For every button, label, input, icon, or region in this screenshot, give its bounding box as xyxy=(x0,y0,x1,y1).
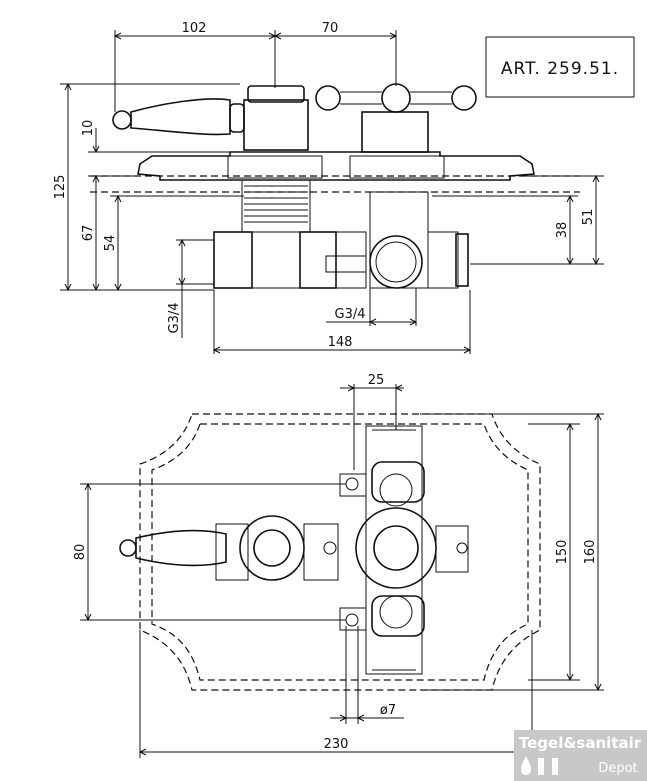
dim-right-heights: 51 38 xyxy=(432,174,604,266)
dim-150-label: 150 xyxy=(555,540,570,565)
bar-icon xyxy=(538,758,544,775)
dim-25-label: 25 xyxy=(368,373,385,388)
dim-80-label: 80 xyxy=(73,544,88,561)
dim-230-label: 230 xyxy=(324,737,349,752)
thread-side: G3/4 xyxy=(167,303,182,334)
dim-38: 38 xyxy=(555,222,570,239)
dim-left-heights: 125 10 67 54 G3/4 xyxy=(53,82,244,338)
dim-230: 230 xyxy=(138,630,534,758)
watermark-line2: Depot xyxy=(598,761,637,776)
dim-102: 102 xyxy=(182,21,207,36)
dim-80: 80 xyxy=(73,482,346,622)
dim-bottom-widths: G3/4 148 xyxy=(212,288,472,354)
dim-10: 10 xyxy=(81,120,96,137)
lever-handle-front xyxy=(119,515,339,581)
drop-icon xyxy=(521,756,531,775)
dim-125: 125 xyxy=(53,175,68,200)
dim-51: 51 xyxy=(581,209,596,226)
front-view: 25 xyxy=(73,373,604,758)
dim-148: 148 xyxy=(328,335,353,350)
valve-body-front xyxy=(339,425,469,675)
dim-54: 54 xyxy=(103,235,118,252)
watermark-line1: Tegel&sanitair xyxy=(519,734,642,752)
dim-25: 25 xyxy=(340,373,404,470)
valve-body-side xyxy=(213,179,469,289)
plate-outline-outer xyxy=(139,413,541,691)
dim-top-widths: 102 70 xyxy=(113,21,398,112)
thread-bottom: G3/4 xyxy=(335,307,366,322)
article-label: ART. 259.51. xyxy=(501,59,619,79)
dim-160-label: 160 xyxy=(583,540,598,565)
article-label-box: ART. 259.51. xyxy=(485,36,635,98)
dim-150-160: 150 160 xyxy=(420,412,604,692)
cover-plate-profile xyxy=(90,151,580,193)
dim-hole-label: ø7 xyxy=(380,703,396,718)
dim-70: 70 xyxy=(322,21,339,36)
bar-icon-2 xyxy=(552,758,558,775)
dim-hole: ø7 xyxy=(330,626,404,724)
side-view: 102 70 xyxy=(53,21,604,354)
cross-handle xyxy=(315,83,477,153)
lever-handle xyxy=(112,85,309,153)
watermark-logo: Tegel&sanitair Depot xyxy=(514,730,647,781)
dim-67: 67 xyxy=(81,225,96,242)
plate-outline-inner xyxy=(151,423,529,681)
